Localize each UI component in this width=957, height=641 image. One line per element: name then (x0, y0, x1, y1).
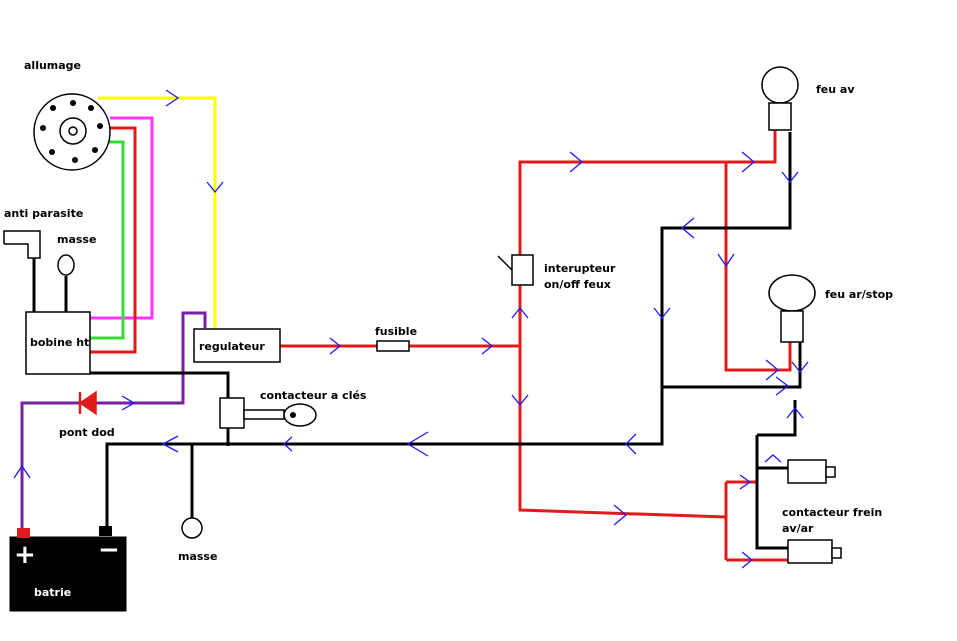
label-bobine: bobine ht (30, 336, 89, 349)
wire-purple (20, 311, 207, 530)
label-batrie: batrie (34, 586, 71, 599)
contacteur-cles (219, 397, 317, 429)
wire-green (88, 140, 125, 340)
masse-top-lug (57, 254, 75, 276)
label-pont-dod: pont dod (59, 426, 115, 439)
label-fusible: fusible (375, 325, 417, 338)
feu-ar-stop-lamp (768, 274, 816, 343)
label-contacteur-cles: contacteur a clés (260, 389, 367, 402)
wire-black-ground (32, 132, 802, 550)
label-contacteur-frein-1: contacteur frein (782, 506, 882, 519)
feu-av-lamp (761, 66, 799, 131)
label-batt-plus: + (14, 540, 36, 570)
label-masse-top: masse (57, 233, 96, 246)
anti-parasite-cap (3, 230, 41, 259)
wire-red-ignition (88, 126, 137, 354)
label-allumage: allumage (24, 59, 81, 72)
contacteur-frein-ar (787, 539, 842, 564)
pont-diode (78, 390, 97, 416)
wire-magenta (88, 116, 154, 320)
regulateur-box (193, 328, 281, 363)
bobine-box (25, 311, 91, 375)
interrupteur-switch (497, 254, 534, 286)
fusible (376, 340, 410, 352)
label-regulateur: regulateur (199, 340, 265, 353)
wire-yellow (98, 96, 217, 330)
allumage-stator (33, 93, 111, 171)
label-interrupteur-1: interupteur (544, 262, 616, 275)
label-anti-parasite: anti parasite (4, 207, 83, 220)
batterie (9, 526, 127, 612)
label-interrupteur-2: on/off feux (544, 278, 611, 291)
label-batt-minus: − (98, 535, 120, 565)
label-feu-av: feu av (816, 83, 855, 96)
label-masse-bottom: masse (178, 550, 217, 563)
flow-arrows (13, 89, 809, 569)
contacteur-frein-av (787, 459, 836, 484)
label-feu-ar: feu ar/stop (825, 288, 893, 301)
masse-bottom-lug (181, 517, 203, 539)
label-contacteur-frein-2: av/ar (782, 522, 814, 535)
